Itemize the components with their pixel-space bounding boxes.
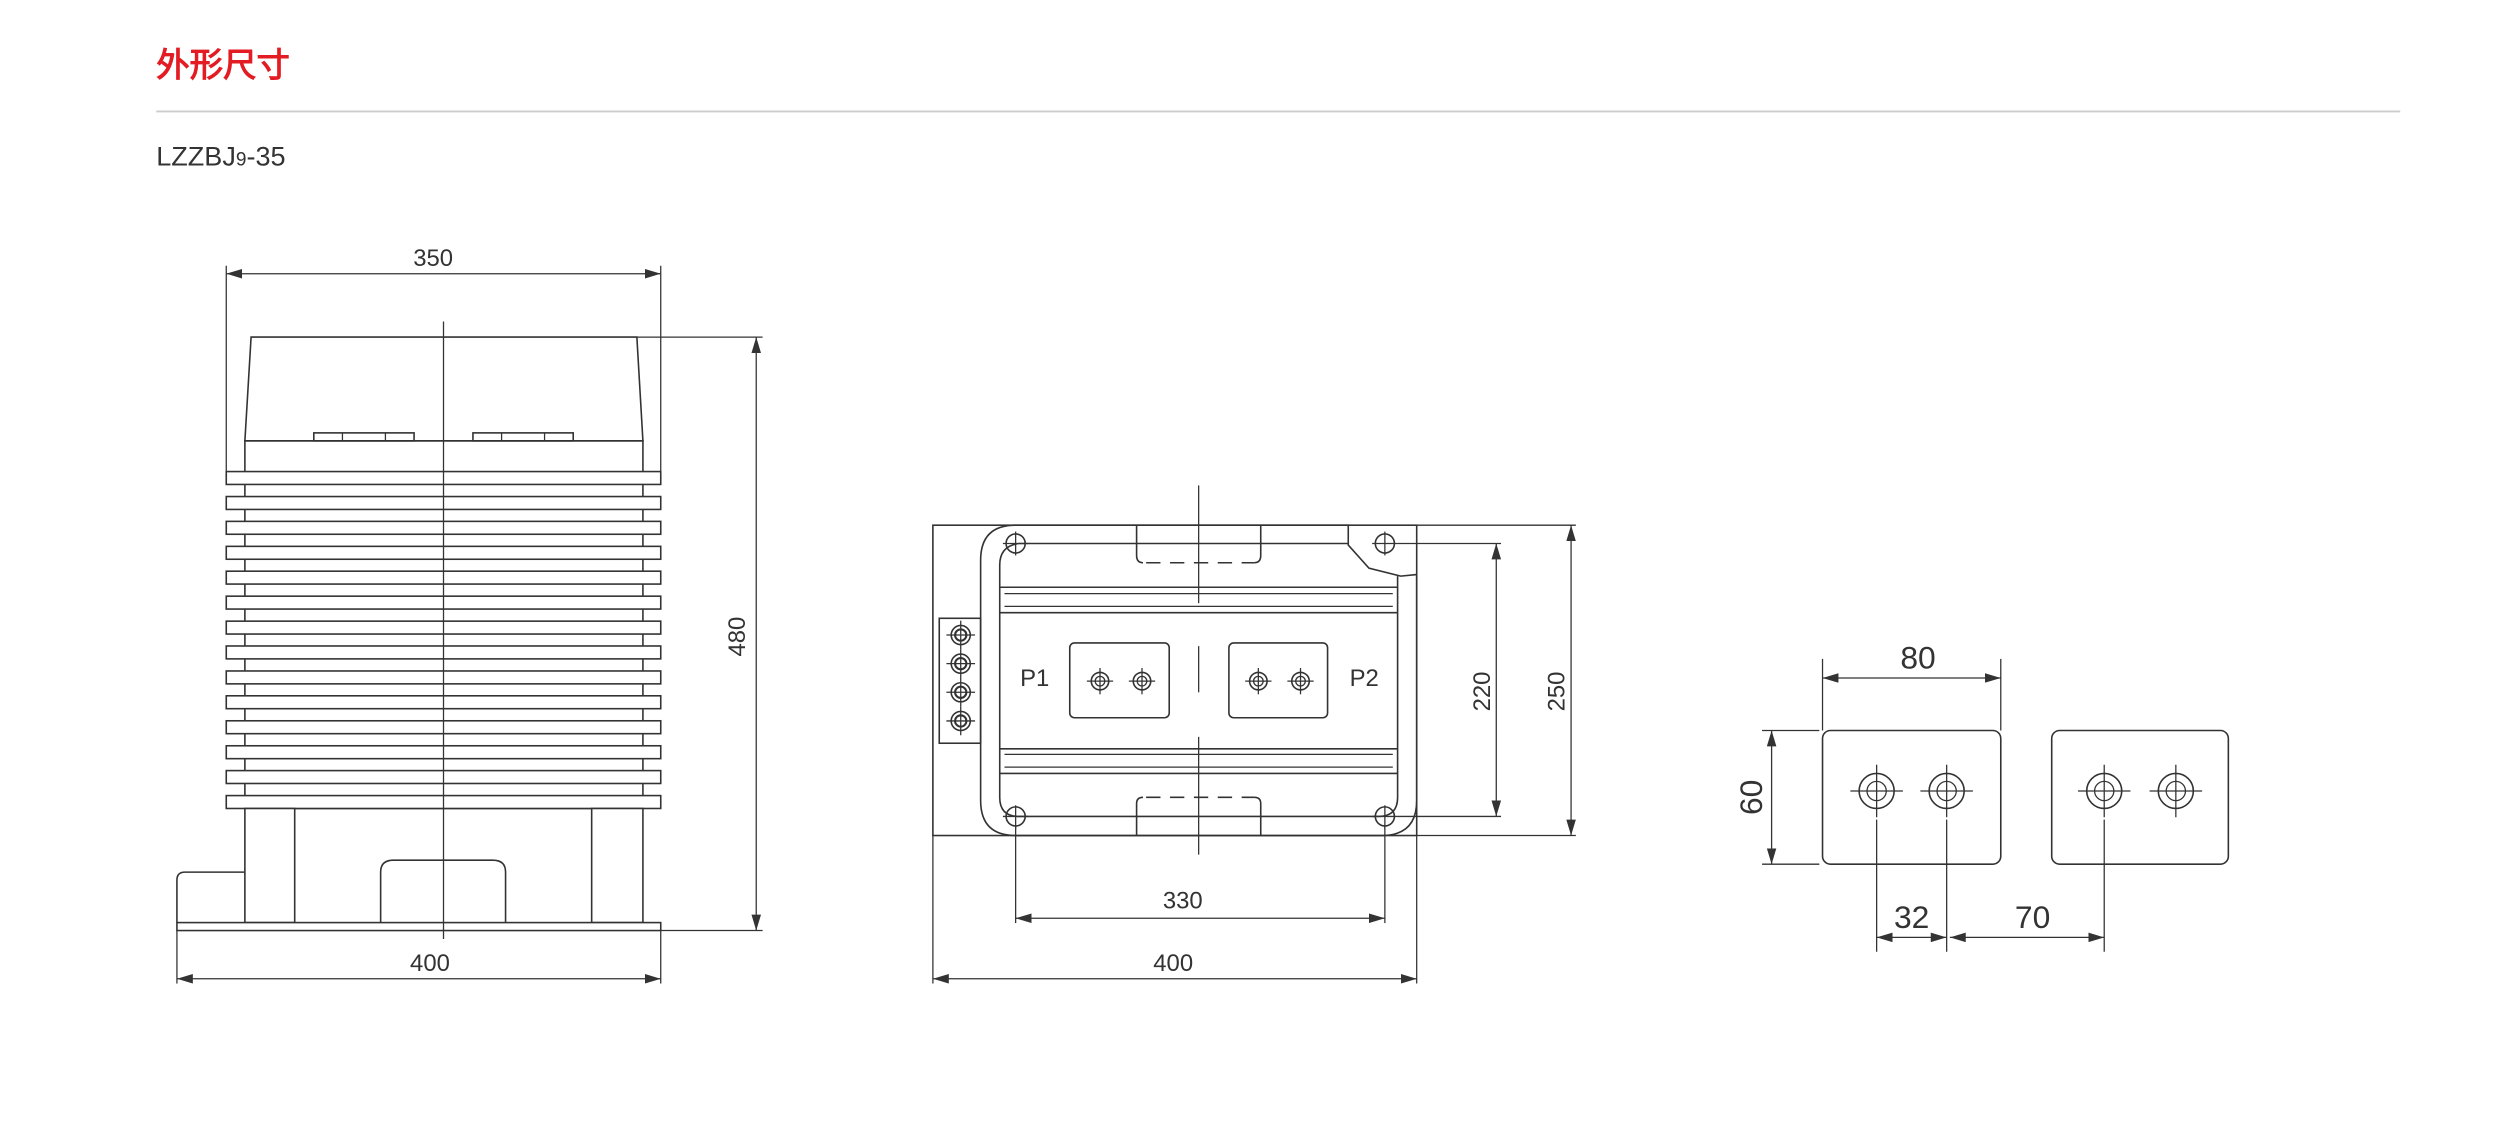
bolt-hole-icon (2077, 764, 2131, 818)
terminal-screw-ring (954, 656, 968, 671)
bolt-hole-icon (2149, 764, 2203, 818)
front-view: 350 480 400 (176, 245, 763, 984)
p1-terminal-plate (1068, 642, 1171, 719)
label-p2: P2 (1350, 665, 1379, 692)
primary-bolt-hole-icon (1128, 668, 1156, 695)
dim-width: 400 (1153, 950, 1193, 977)
dim-height: 480 (724, 617, 751, 657)
dim-hole-pitch: 32 (1894, 899, 1929, 935)
dim-inner-height: 220 (1469, 672, 1496, 712)
terminal-screw-ring (954, 685, 968, 699)
section-title: 外形尺寸 (156, 45, 290, 84)
dim-plate-width: 80 (1900, 639, 1935, 675)
p2-terminal-plate (1228, 642, 1329, 719)
bolt-hole-icon (1920, 764, 1973, 818)
dim-plate-height: 60 (1733, 780, 1769, 815)
top-view: P1 P2 220 250 330 400 (932, 485, 1576, 984)
mounting-holes (1002, 531, 1398, 830)
terminal-screw-ring (954, 714, 968, 728)
model-name: LZZBJ9-35 (156, 142, 285, 172)
terminal-view: 80 60 32 70 (1733, 639, 2230, 952)
dim-width-base: 400 (410, 950, 450, 977)
terminal-screw-icon (946, 620, 976, 650)
primary-bolt-hole-icon (1086, 668, 1114, 695)
terminal-screw-icon (946, 677, 976, 707)
terminal-plate-2 (2050, 729, 2230, 865)
terminal-screw-icon (946, 649, 976, 678)
terminal-screw-icon (946, 706, 976, 736)
terminal-screw-ring (954, 628, 968, 642)
terminal-plate-1 (1821, 729, 2002, 865)
label-p1: P1 (1020, 665, 1049, 692)
dim-width-top: 350 (413, 245, 453, 272)
dim-group-offset: 70 (2015, 899, 2050, 935)
bolt-hole-icon (1850, 764, 1903, 818)
primary-bolt-hole-icon (1245, 668, 1272, 695)
dim-outer-height: 250 (1544, 672, 1571, 712)
primary-bolt-hole-icon (1287, 668, 1314, 695)
dim-hole-spacing: 330 (1163, 888, 1203, 915)
secondary-terminal-block (938, 617, 982, 745)
